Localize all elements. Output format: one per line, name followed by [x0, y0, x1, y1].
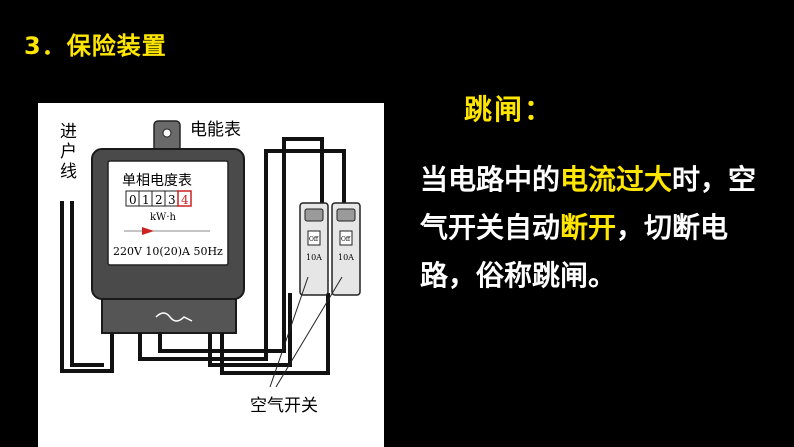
meter-seal-mark [155, 312, 193, 322]
air-switch-1: Off 10A [299, 202, 329, 296]
meter-digit-2: 2 [155, 193, 163, 207]
explanation-text: 当电路中的电流过大时，空气开关自动断开，切断电路，俗称跳闸。 [420, 156, 780, 300]
explanation-highlight-overcurrent: 电流过大 [560, 163, 673, 196]
explanation-part-2: 时，空气开关自动 [420, 163, 757, 244]
explanation-part-3: ，切断电路，俗称跳闸。 [420, 211, 729, 292]
incoming-line-label-3: 线 [60, 162, 77, 182]
incoming-wires [60, 201, 114, 373]
slide-title: 3．保险装置 [24, 32, 167, 60]
explanation-part-1: 当电路中的 [420, 163, 561, 196]
air-switch-2: Off 10A [331, 202, 361, 296]
meter-face [107, 160, 229, 266]
explanation-highlight-disconnect: 断开 [560, 211, 617, 244]
meter-rating: 220V 10(20)A 50Hz [113, 245, 223, 258]
meter-digit-3: 3 [168, 193, 176, 207]
air-switch-1-rating: 10A [306, 253, 322, 262]
meter-digit-0: 0 [129, 193, 137, 207]
electric-meter-figure: 进 户 线 电能表 单相电度表 0 1 2 3 4 [38, 103, 384, 447]
incoming-line-label-1: 进 [60, 122, 77, 142]
incoming-line-label-2: 户 [60, 142, 77, 162]
air-switch-1-state: Off [309, 236, 319, 243]
meter-digit-1: 1 [142, 193, 150, 207]
air-switch-pointers [269, 276, 343, 388]
meter-digit-4: 4 [181, 193, 189, 207]
air-switch-2-state: Off [341, 236, 351, 243]
meter-unit: kW·h [150, 212, 177, 223]
meter-hang-hole [162, 128, 172, 138]
meter-diagram: 进 户 线 电能表 单相电度表 0 1 2 3 4 [60, 120, 361, 416]
meter-disc-indicator [124, 227, 210, 235]
term-trip: 跳闸： [464, 93, 555, 126]
meter-face-title: 单相电度表 [122, 173, 192, 189]
meter-digit-row: 0 1 2 3 4 [125, 190, 192, 207]
meter-label: 电能表 [190, 120, 241, 140]
air-switch-label: 空气开关 [250, 396, 318, 416]
air-switch-2-rating: 10A [338, 253, 354, 262]
